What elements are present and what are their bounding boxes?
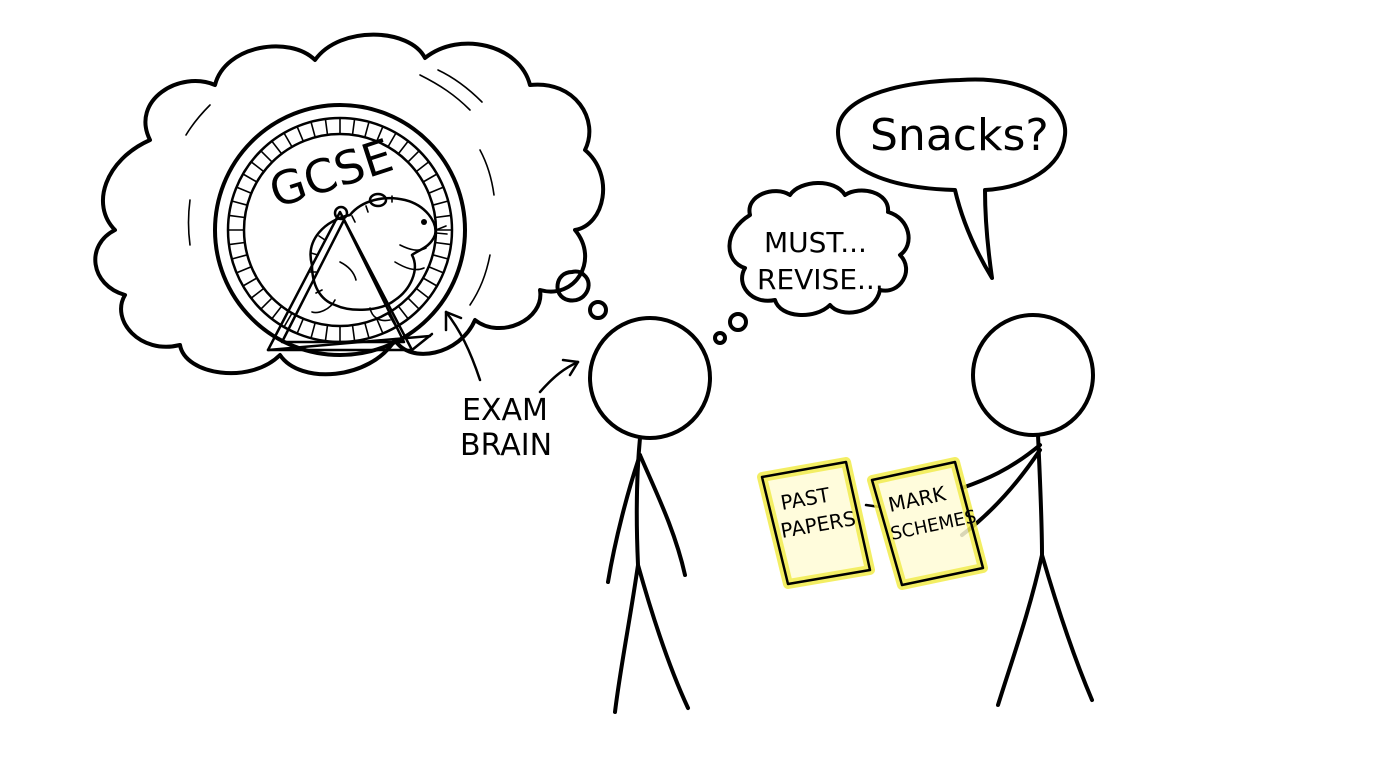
wheel-rung bbox=[283, 132, 293, 148]
hamster-wheel-icon bbox=[185, 69, 495, 357]
exam-brain-annotation: EXAM BRAIN bbox=[444, 310, 580, 463]
wheel-rung bbox=[324, 118, 329, 136]
wheel-rung bbox=[363, 121, 370, 139]
wheel-rung bbox=[259, 297, 273, 311]
must-revise-thought: MUST... REVISE... bbox=[713, 181, 911, 345]
wheel-rung bbox=[431, 254, 450, 260]
wheel-rung bbox=[363, 321, 370, 340]
wheel-rung bbox=[270, 305, 283, 320]
wheel-rung bbox=[434, 241, 452, 246]
annotation-line-1: EXAM bbox=[462, 393, 548, 428]
past-papers-sheet: PAST PAPERS bbox=[757, 457, 875, 589]
wheel-rung bbox=[250, 287, 265, 300]
wheel-rung bbox=[296, 125, 305, 143]
wheel-rung bbox=[283, 312, 293, 328]
wheel-rung bbox=[397, 305, 410, 320]
annotation-line-2: BRAIN bbox=[460, 428, 552, 463]
mark-schemes-sheet: MARK SCHEMES bbox=[867, 457, 988, 590]
wheel-rung bbox=[415, 287, 430, 300]
wheel-rung bbox=[415, 161, 430, 173]
wheel-rung bbox=[375, 317, 384, 335]
wheel-rung bbox=[231, 254, 249, 260]
exam-brain-thought-cloud bbox=[93, 32, 608, 377]
wheel-rung bbox=[324, 324, 329, 342]
wheel-rung bbox=[431, 200, 450, 206]
stick-figure-left bbox=[588, 316, 712, 714]
speech-text: Snacks? bbox=[870, 110, 1049, 161]
wheel-rung bbox=[427, 265, 445, 274]
must-revise-line-2: REVISE... bbox=[757, 263, 884, 296]
wheel-rung bbox=[397, 140, 410, 155]
hamster-icon bbox=[308, 192, 448, 322]
wheel-rung bbox=[296, 317, 305, 335]
must-revise-line-1: MUST... bbox=[764, 226, 867, 259]
wheel-rung bbox=[235, 186, 253, 195]
snacks-speech-bubble: Snacks? bbox=[836, 77, 1068, 280]
wheel-rung bbox=[375, 125, 384, 143]
wheel-rung bbox=[407, 150, 421, 163]
wheel-rung bbox=[231, 200, 249, 206]
wheel-rung bbox=[250, 161, 265, 173]
wheel-rung bbox=[434, 214, 452, 219]
wheel-rung bbox=[270, 140, 283, 155]
wheel-rung bbox=[242, 173, 258, 183]
wheel-rung bbox=[387, 132, 397, 148]
wheel-rung bbox=[228, 214, 246, 219]
wheel-rung bbox=[407, 297, 421, 311]
wheel-rung bbox=[228, 241, 246, 246]
wheel-rung bbox=[427, 186, 445, 195]
wheel-rung bbox=[259, 150, 273, 163]
wheel-rung bbox=[351, 324, 356, 342]
wheel-rung bbox=[351, 118, 356, 136]
wheel-rung bbox=[422, 173, 438, 183]
wheel-rung bbox=[235, 265, 253, 274]
wheel-rung bbox=[242, 277, 258, 287]
wheel-rung bbox=[310, 321, 317, 340]
wheel-rung bbox=[422, 277, 438, 287]
wheel-rung bbox=[310, 121, 317, 139]
